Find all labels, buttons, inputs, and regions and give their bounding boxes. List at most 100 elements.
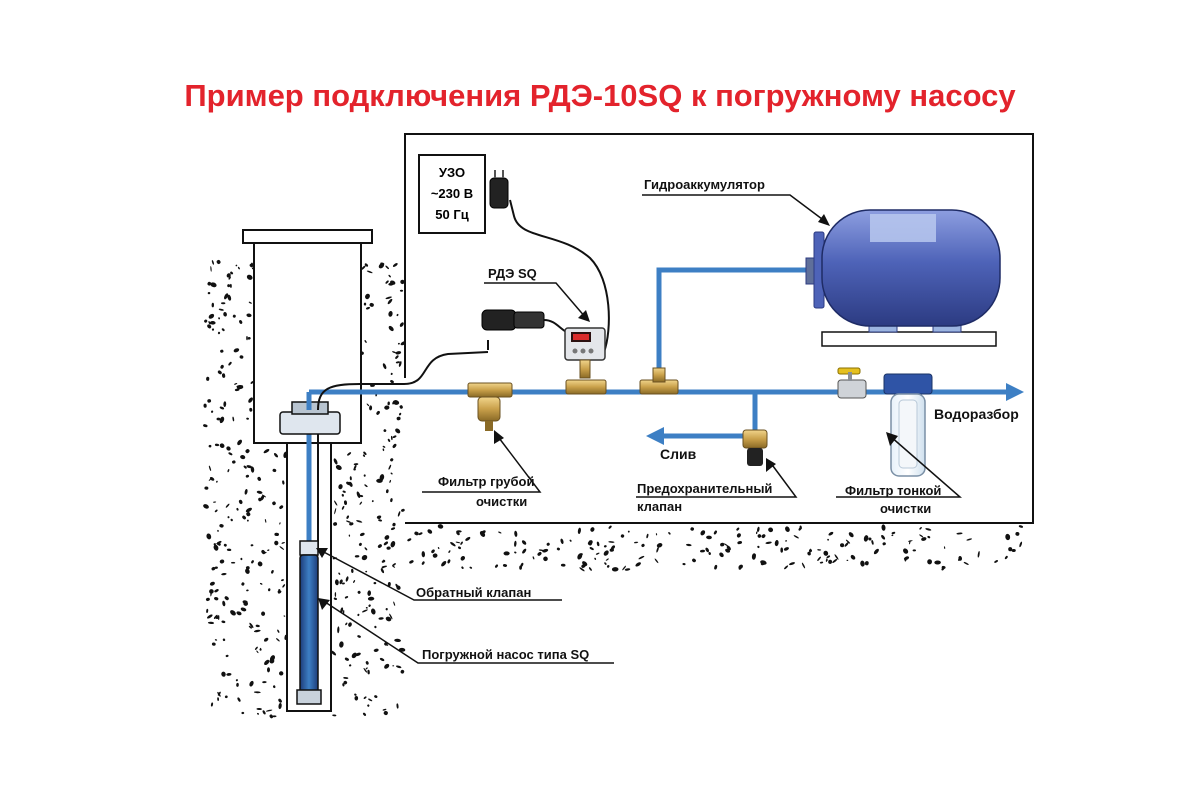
soil-speck — [220, 364, 224, 369]
soil-speck — [400, 669, 405, 674]
soil-speck — [235, 679, 238, 682]
soil-speck — [608, 541, 615, 543]
soil-speck — [860, 560, 865, 567]
leader-safety-valve — [636, 461, 798, 498]
soil-speck — [357, 635, 361, 638]
soil-speck — [239, 320, 243, 324]
soil-speck — [392, 401, 395, 405]
soil-speck — [769, 527, 773, 531]
soil-speck — [278, 702, 282, 710]
soil-speck — [396, 416, 401, 421]
soil-speck — [864, 561, 869, 566]
soil-speck — [840, 543, 845, 548]
soil-speck — [208, 321, 211, 325]
soil-speck — [963, 561, 969, 565]
label-safety-valve-1: Предохранительный — [637, 481, 773, 496]
soil-speck — [263, 448, 270, 454]
soil-speck — [226, 548, 232, 552]
soil-speck — [231, 561, 236, 564]
soil-speck — [253, 691, 261, 694]
soil-speck — [909, 540, 911, 545]
soil-speck — [400, 279, 405, 285]
soil-speck — [214, 509, 218, 513]
soil-speck — [356, 520, 363, 523]
soil-speck — [341, 493, 344, 497]
soil-speck — [380, 568, 385, 574]
tank-flange — [805, 257, 815, 285]
soil-speck — [390, 458, 394, 462]
soil-speck — [232, 460, 236, 464]
soil-speck — [690, 527, 694, 531]
soil-speck — [927, 535, 931, 539]
soil-speck — [381, 565, 388, 568]
soil-speck — [686, 543, 692, 547]
soil-speck — [226, 446, 231, 451]
soil-speck — [363, 474, 366, 477]
soil-speck — [785, 526, 790, 532]
soil-speck — [349, 476, 352, 481]
soil-speck — [217, 691, 221, 697]
soil-speck — [332, 714, 337, 717]
soil-speck — [385, 608, 388, 611]
soil-speck — [850, 554, 856, 560]
soil-speck — [233, 348, 240, 353]
label-pump: Погружной насос типа SQ — [422, 647, 590, 662]
soil-speck — [367, 596, 375, 601]
soil-speck — [399, 289, 404, 292]
soil-speck — [620, 534, 625, 538]
soil-speck — [760, 560, 767, 565]
soil-speck — [783, 547, 789, 551]
soil-speck — [780, 547, 783, 553]
soil-speck — [1004, 555, 1008, 560]
soil-speck — [330, 650, 337, 656]
soil-speck — [378, 519, 383, 522]
soil-speck — [211, 260, 214, 265]
soil-speck — [369, 405, 373, 411]
soil-speck — [809, 549, 813, 553]
soil-speck — [456, 531, 460, 536]
soil-speck — [455, 541, 461, 544]
soil-speck — [361, 555, 368, 561]
soil-speck — [219, 443, 225, 449]
soil-speck — [342, 683, 345, 687]
soil-speck — [832, 558, 838, 564]
soil-speck — [817, 549, 822, 551]
soil-speck — [441, 561, 447, 567]
soil-speck — [393, 601, 396, 606]
soil-speck — [353, 464, 357, 470]
soil-speck — [213, 544, 219, 551]
soil-speck — [431, 549, 435, 554]
soil-speck — [226, 273, 231, 278]
soil-speck — [253, 629, 261, 633]
soil-speck — [363, 667, 368, 673]
soil-speck — [222, 638, 226, 642]
soil-speck — [210, 702, 214, 707]
soil-speck — [222, 600, 226, 607]
soil-speck — [577, 527, 581, 534]
soil-speck — [844, 542, 849, 547]
soil-speck — [385, 265, 389, 270]
soil-speck — [363, 696, 367, 699]
soil-speck — [234, 383, 238, 385]
label-fine-filter-1: Фильтр тонкой — [845, 483, 942, 498]
soil-speck — [207, 324, 212, 329]
uzo-box: УЗО ~230 В 50 Гц — [418, 154, 486, 234]
soil-speck — [203, 403, 207, 408]
soil-speck — [207, 291, 211, 295]
soil-speck — [845, 539, 851, 544]
soil-speck — [274, 540, 279, 546]
soil-speck — [366, 403, 370, 407]
soil-speck — [282, 584, 286, 588]
soil-speck — [409, 560, 414, 564]
soil-speck — [382, 363, 387, 370]
soil-speck — [279, 546, 285, 550]
soil-speck — [369, 302, 374, 307]
soil-speck — [262, 710, 266, 715]
soil-speck — [209, 589, 214, 594]
soil-speck — [495, 564, 498, 568]
soil-speck — [334, 592, 337, 597]
soil-speck — [224, 293, 229, 300]
soil-speck — [279, 505, 284, 509]
soil-speck — [249, 407, 253, 412]
soil-speck — [238, 499, 243, 505]
